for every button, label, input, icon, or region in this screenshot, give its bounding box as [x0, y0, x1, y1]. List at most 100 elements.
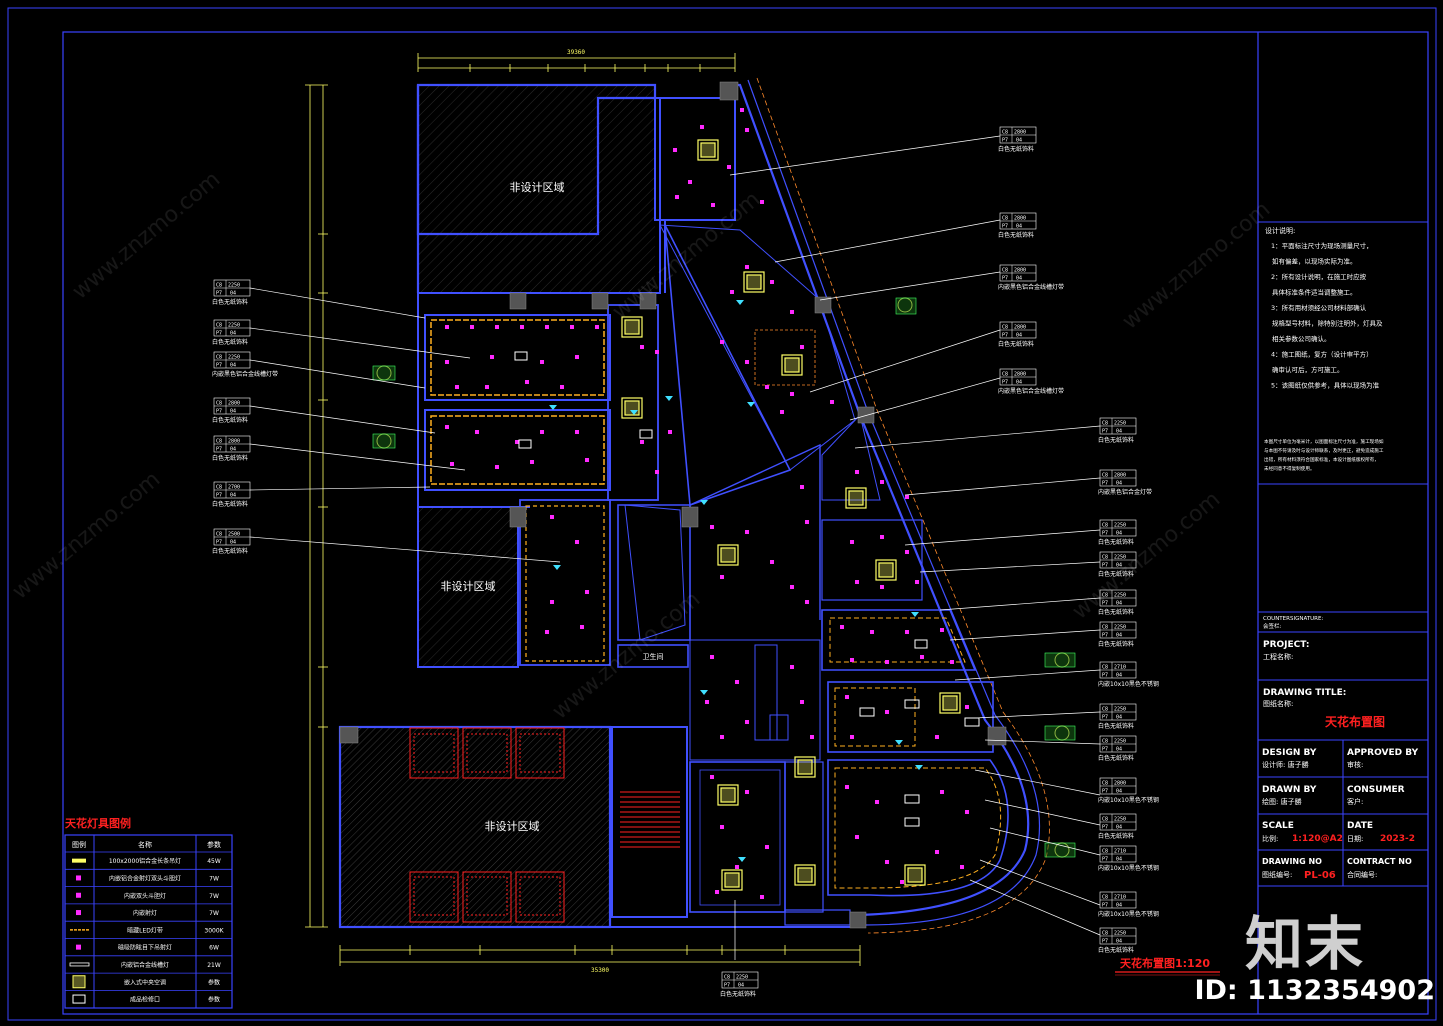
access-panels [514, 351, 980, 827]
callout-height: 2800 [228, 439, 240, 445]
callout-finish-no: 04 [1116, 563, 1122, 569]
legend-symbol-icon [72, 858, 86, 863]
callout-code: C8 [1102, 523, 1108, 529]
svg-text:www.znzmo.com: www.znzmo.com [1068, 487, 1225, 625]
callout-desc: 白色无纸饰料 [1098, 640, 1134, 648]
callout-desc: 白色无纸饰料 [212, 454, 248, 462]
callout-finish: P7 [216, 447, 222, 453]
callout-height: 2250 [228, 283, 240, 289]
callout-finish: P7 [1102, 563, 1108, 569]
bottom-dimension: 35300 [591, 967, 609, 974]
callout-finish-no: 04 [1016, 138, 1022, 144]
non-design-label-top: 非设计区域 [510, 181, 565, 194]
callout-height: 2250 [1114, 817, 1126, 823]
callout-height: 2250 [1114, 421, 1126, 427]
callout-finish-no: 04 [1116, 789, 1122, 795]
callout-desc: 白色无纸饰料 [1098, 436, 1134, 444]
ceiling-height-markers [549, 300, 923, 862]
legend-param: 7W [209, 910, 219, 917]
date-cn: 日期: [1347, 835, 1363, 843]
note-item: 4：施工图纸，复方（设计审平方） [1271, 350, 1373, 359]
notes-title: 设计说明: [1265, 226, 1295, 235]
drawn-by-value: 绘图: 唐子勝 [1262, 797, 1302, 806]
staircase [620, 791, 680, 848]
design-by-value: 设计师: 唐子勝 [1262, 760, 1309, 769]
callout-finish-no: 04 [1116, 531, 1122, 537]
callout-finish-no: 04 [230, 540, 236, 546]
callout-desc: 白色无纸饰料 [1098, 754, 1134, 762]
note-item: 具体标准条件适当调整施工。 [1272, 288, 1357, 297]
consumer-value: 客户: [1347, 797, 1363, 806]
callout-desc: 白色无纸饰料 [212, 338, 248, 346]
callout-finish: P7 [1102, 789, 1108, 795]
svg-text:www.znzmo.com: www.znzmo.com [8, 467, 165, 605]
drawn-by-label: DRAWN BY [1262, 785, 1317, 795]
callout-finish: P7 [1002, 276, 1008, 282]
callout-desc: 内嵌10x10黑色不锈钢 [1098, 910, 1159, 918]
project-cn: 工程名称: [1263, 652, 1293, 661]
callout-finish: P7 [1102, 857, 1108, 863]
callout-height: 2250 [1114, 625, 1126, 631]
legend-symbol-icon [72, 994, 86, 1004]
legend-header-name: 名称 [138, 840, 152, 849]
callout-desc: 内嵌黑色铝合金线槽灯带 [212, 370, 278, 378]
callout-finish: P7 [1102, 747, 1108, 753]
callout-finish: P7 [1102, 825, 1108, 831]
top-dimension: 39360 [567, 49, 585, 56]
approved-by-value: 审核: [1347, 760, 1363, 769]
non-design-label-bottom: 非设计区域 [485, 820, 540, 833]
callout-finish-no: 04 [1016, 276, 1022, 282]
callout-code: C8 [1102, 781, 1108, 787]
ceiling-lights [445, 108, 969, 899]
callout-finish-no: 04 [230, 363, 236, 369]
non-design-area-top [418, 85, 655, 293]
callout-finish: P7 [1102, 601, 1108, 607]
callout-code: C8 [724, 975, 730, 981]
svg-text:www.znzmo.com: www.znzmo.com [548, 587, 705, 725]
callout-code: C8 [1002, 372, 1008, 378]
legend-param: 45W [207, 858, 221, 865]
note-extra: 本图尺寸单位为毫米计，以图面标注尺寸为准，施工现场如 [1264, 438, 1384, 445]
callout-finish-no: 04 [1116, 857, 1122, 863]
callout-height: 2700 [228, 485, 240, 491]
callout-finish: P7 [216, 540, 222, 546]
callout-code: C8 [1002, 325, 1008, 331]
callout-code: C8 [1102, 817, 1108, 823]
callout-finish: P7 [1002, 333, 1008, 339]
callout-code: C8 [216, 323, 222, 329]
callout-height: 2250 [1114, 523, 1126, 529]
callout-finish-no: 04 [1116, 481, 1122, 487]
callout-height: 2710 [1114, 895, 1126, 901]
legend-symbol-icon [76, 892, 81, 898]
watermark-logo: 知末 [1244, 910, 1365, 978]
callout-code: C8 [1002, 216, 1008, 222]
callout-code: C8 [216, 283, 222, 289]
structural-columns [339, 81, 1007, 929]
callout-finish: P7 [1102, 715, 1108, 721]
callout-code: C8 [216, 401, 222, 407]
callout-finish-no: 04 [230, 447, 236, 453]
callout-desc: 白色无纸饰料 [1098, 570, 1134, 578]
note-item: 相关参数公司确认。 [1272, 334, 1331, 343]
date-value: 2023-2 [1380, 834, 1415, 844]
dimension-lines [305, 53, 861, 966]
